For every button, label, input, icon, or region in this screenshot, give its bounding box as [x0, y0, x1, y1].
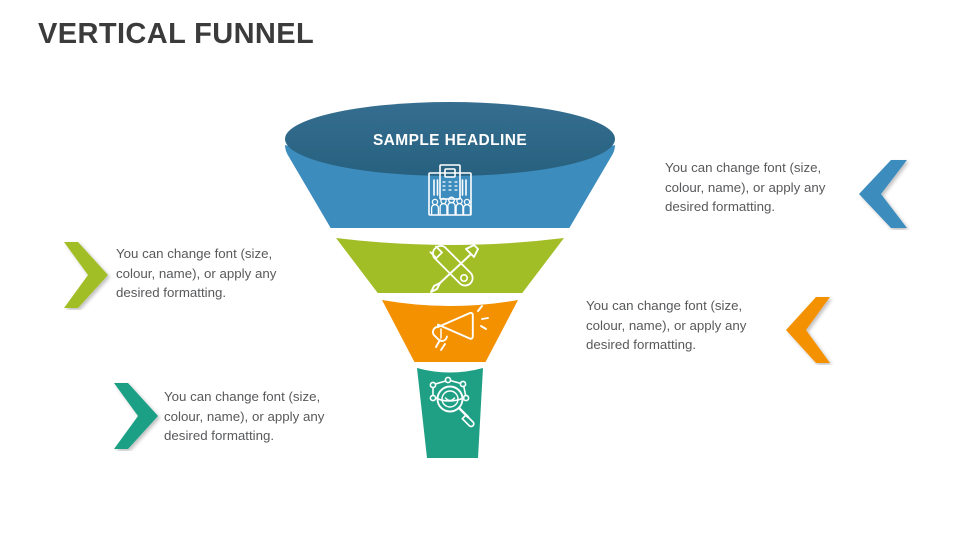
chevron-right-icon-teal[interactable]: [112, 381, 164, 451]
callout-text-teal: You can change font (size, colour, name)…: [164, 389, 325, 444]
chevron-left-icon-blue[interactable]: [855, 158, 910, 230]
funnel-separator-3: [408, 362, 492, 369]
page-title: VERTICAL FUNNEL: [38, 18, 315, 50]
funnel-separator-2: [370, 293, 530, 302]
callout-text-orange: You can change font (size, colour, name)…: [586, 298, 747, 353]
funnel-segment-orange[interactable]: [382, 300, 518, 365]
megaphone-icon: [432, 305, 489, 351]
funnel-top-ellipse[interactable]: [285, 102, 615, 176]
funnel-segment-green[interactable]: [336, 236, 564, 296]
search-network-icon: [429, 376, 475, 428]
chevron-right-icon-green[interactable]: [62, 240, 114, 310]
tools-icon: [429, 244, 479, 293]
funnel-diagram: SAMPLE HEADLINE: [285, 102, 615, 458]
funnel-headline: SAMPLE HEADLINE: [373, 132, 527, 149]
office-building-icon: [428, 164, 472, 216]
callout-text-green: You can change font (size, colour, name)…: [116, 246, 277, 301]
chevron-left-icon-orange[interactable]: [782, 295, 834, 365]
callout-text-blue: You can change font (size, colour, name)…: [665, 160, 826, 215]
